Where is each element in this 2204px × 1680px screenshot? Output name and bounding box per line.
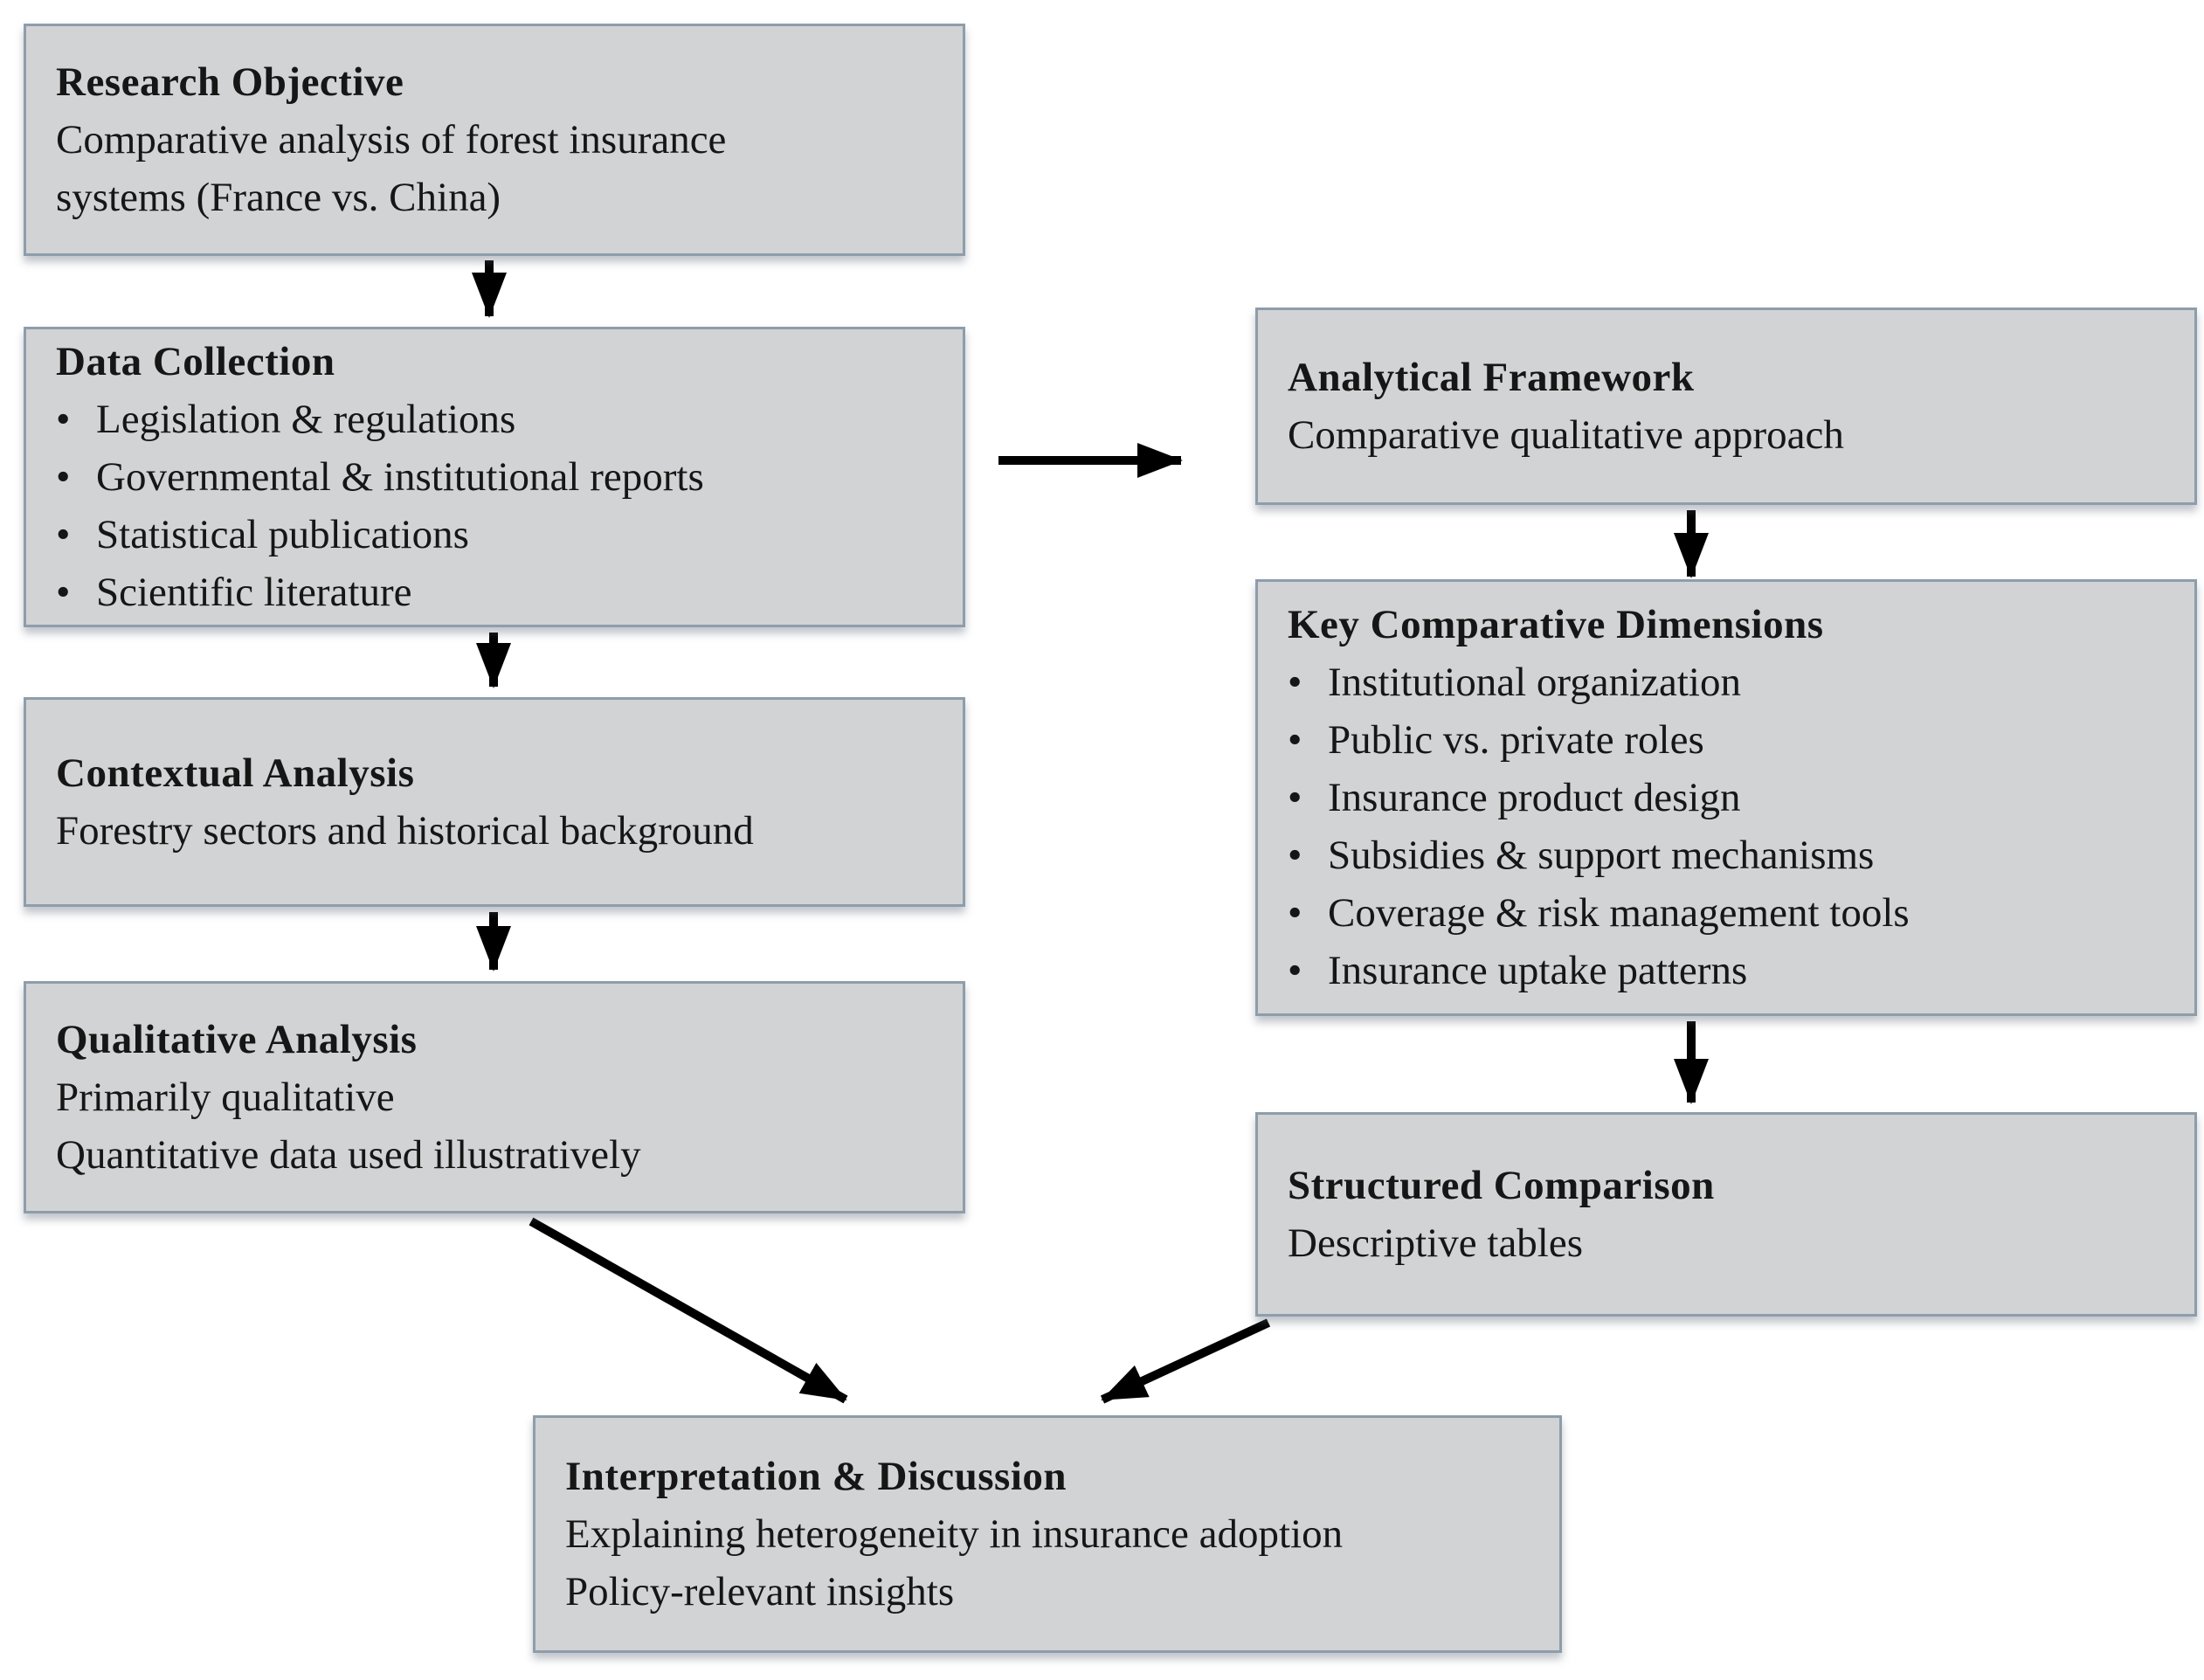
bullet-text: Scientific literature <box>96 570 412 615</box>
box-title: Research Objective <box>56 59 404 105</box>
bullet-item: • Subsidies & support mechanisms <box>1288 826 2165 884</box>
box-qualitative-analysis: Qualitative Analysis Primarily qualitati… <box>24 981 965 1213</box>
bullet-item: • Legislation & regulations <box>56 391 933 448</box>
bullet-marker: • <box>1288 890 1302 936</box>
bullet-marker: • <box>1288 775 1302 820</box>
bullet-text: Public vs. private roles <box>1328 717 1704 763</box>
box-analytical-framework: Analytical Framework Comparative qualita… <box>1255 308 2197 505</box>
bullet-item: • Scientific literature <box>56 563 933 621</box>
box-interpretation-discussion: Interpretation & Discussion Explaining h… <box>533 1415 1562 1653</box>
bullet-marker: • <box>1288 660 1302 705</box>
bullet-text: Statistical publications <box>96 512 469 557</box>
bullet-text: Insurance product design <box>1328 775 1741 820</box>
box-title: Interpretation & Discussion <box>565 1454 1067 1499</box>
bullet-item: • Insurance product design <box>1288 769 2165 826</box>
bullet-text: Institutional organization <box>1328 660 1741 705</box>
box-data-collection: Data Collection • Legislation & regulati… <box>24 327 965 627</box>
bullet-text: Subsidies & support mechanisms <box>1328 833 1875 878</box>
box-structured-comparison: Structured Comparison Descriptive tables <box>1255 1112 2197 1317</box>
bullet-marker: • <box>56 512 71 557</box>
box-text-line: Quantitative data used illustratively <box>56 1132 641 1178</box>
bullet-item: • Public vs. private roles <box>1288 711 2165 769</box>
box-title: Analytical Framework <box>1288 355 1695 400</box>
bullet-item: • Statistical publications <box>56 506 933 563</box>
bullet-item: • Institutional organization <box>1288 653 2165 711</box>
box-text-line: Forestry sectors and historical backgrou… <box>56 808 754 854</box>
bullet-text: Insurance uptake patterns <box>1328 948 1748 993</box>
bullet-marker: • <box>56 570 71 615</box>
box-contextual-analysis: Contextual Analysis Forestry sectors and… <box>24 697 965 907</box>
bullet-marker: • <box>1288 948 1302 993</box>
arrow-qualitative-to-interpretation <box>529 1217 848 1404</box>
box-text-line: Primarily qualitative <box>56 1075 395 1120</box>
bullet-text: Coverage & risk management tools <box>1328 890 1910 936</box>
box-text-line: Explaining heterogeneity in insurance ad… <box>565 1511 1344 1557</box>
bullet-text: Legislation & regulations <box>96 397 516 442</box>
box-title: Key Comparative Dimensions <box>1288 602 1824 647</box>
bullet-item: • Insurance uptake patterns <box>1288 942 2165 999</box>
bullet-item: • Coverage & risk management tools <box>1288 884 2165 942</box>
box-text-line: Policy-relevant insights <box>565 1569 955 1614</box>
bullet-marker: • <box>56 397 71 442</box>
box-text-line: Comparative qualitative approach <box>1288 412 1844 458</box>
box-research-objective: Research Objective Comparative analysis … <box>24 24 965 256</box>
bullet-marker: • <box>1288 833 1302 878</box>
bullet-marker: • <box>56 454 71 500</box>
box-title: Data Collection <box>56 339 335 384</box>
box-key-comparative-dimensions: Key Comparative Dimensions • Institution… <box>1255 579 2197 1016</box>
bullet-item: • Governmental & institutional reports <box>56 448 933 506</box>
arrow-comparison-to-interpretation <box>1100 1318 1271 1404</box>
box-text-line: Descriptive tables <box>1288 1220 1584 1266</box>
box-title: Contextual Analysis <box>56 750 415 796</box>
bullet-text: Governmental & institutional reports <box>96 454 704 500</box>
bullet-marker: • <box>1288 717 1302 763</box>
box-title: Qualitative Analysis <box>56 1017 418 1062</box>
box-text-line: Comparative analysis of forest insurance… <box>56 117 727 220</box>
box-title: Structured Comparison <box>1288 1163 1715 1208</box>
